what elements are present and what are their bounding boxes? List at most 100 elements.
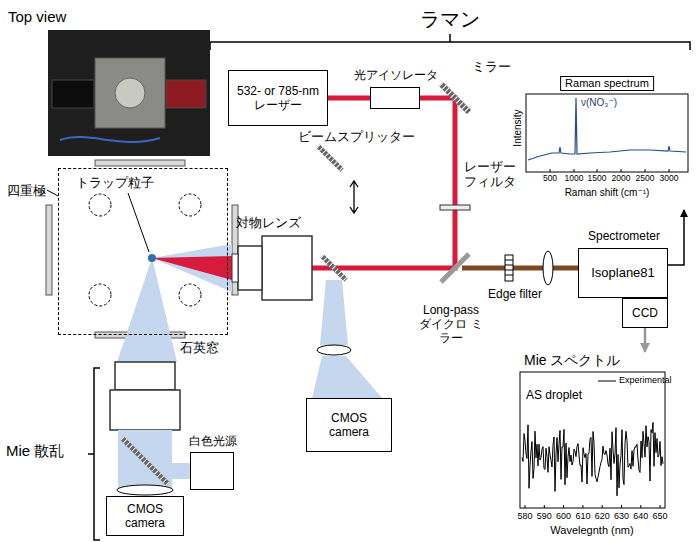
photo-window: [115, 78, 145, 108]
part-label: 対物レンズ: [236, 216, 301, 231]
peak-label: ν(NO₃⁻): [581, 97, 617, 109]
isolator-box: 光アイソレータ: [370, 87, 420, 109]
tube: [110, 390, 180, 430]
electrode: [179, 284, 201, 306]
beam-splitter-hatch: [122, 438, 168, 484]
camera-box: CMOS camera: [306, 398, 392, 452]
part-label: レーザーフィルタ: [464, 160, 517, 190]
electrode: [89, 194, 111, 216]
axis-label: Intensity: [512, 109, 524, 146]
flow-arrow: [644, 328, 647, 352]
objective-lens: [262, 236, 312, 300]
tick-label: 2500: [636, 174, 655, 184]
node-heading: Mie スペクトル: [524, 352, 620, 369]
photo-lens: [52, 80, 94, 108]
laser-beam: [328, 96, 370, 101]
beam-splitter-hatch: [318, 146, 342, 170]
tick-label: 650: [653, 511, 668, 521]
leader-line: [47, 190, 58, 196]
light-cone: [312, 356, 382, 398]
electrode: [179, 194, 201, 216]
camera-box: CMOS camera: [106, 496, 184, 536]
axis-label: Wavelegnth (nm): [550, 524, 633, 537]
part-label: ビームスプリッター: [298, 130, 415, 145]
node-heading: Spectrometer: [569, 229, 679, 243]
text-group: CCD: [632, 306, 658, 320]
flow-arrow: [668, 210, 684, 265]
node-text: CCD: [632, 306, 658, 320]
light-cone: [320, 280, 348, 345]
beam-splitter: [318, 146, 342, 170]
text-group: CMOS camera: [119, 502, 171, 531]
laser-cone: [152, 256, 232, 280]
light-source-box: 白色光源: [190, 452, 234, 490]
move-arrow: [350, 181, 358, 213]
tick-label: 630: [614, 511, 629, 521]
light-cone: [117, 258, 177, 362]
tick-label: 640: [633, 511, 648, 521]
light-path: [118, 430, 172, 488]
beam-splitter: [322, 256, 346, 280]
tick-label: 500: [543, 174, 557, 184]
beam-splitter-hatch: [322, 256, 346, 280]
bracket: [88, 368, 100, 540]
section-label: Mie 散乱: [6, 442, 64, 459]
node-heading: 四重極: [7, 183, 47, 199]
part-label: Long-pass ダイクロ ミラー: [418, 304, 484, 345]
axis-ticks: [550, 169, 669, 172]
leader-line: [128, 193, 149, 252]
node-text: CMOS camera: [323, 411, 375, 440]
text-group: CMOS camera: [323, 411, 375, 440]
raman-beam: [462, 266, 578, 271]
quartz-window: [46, 205, 52, 295]
ccd-box: CCD: [622, 298, 668, 328]
mirror-hatch: [441, 84, 469, 112]
tick-label: 1500: [588, 174, 607, 184]
node-text: 532- or 785-nm レーザー: [232, 84, 324, 113]
plot-frame: [526, 94, 688, 172]
part-label: Edge filter: [488, 288, 542, 302]
photo-lens: [166, 80, 206, 108]
mirror: [441, 84, 469, 112]
node-heading: Raman spectrum: [560, 76, 654, 91]
axis-ticks: [525, 505, 660, 508]
laser-beam: [312, 98, 455, 268]
edge-filter: [505, 255, 513, 281]
section-label: ラマン: [420, 8, 480, 31]
legend-sample: [598, 381, 616, 382]
node-heading: 白色光源: [183, 434, 243, 448]
node-text: Isoplane81: [591, 265, 655, 281]
objective-lens: [115, 362, 175, 390]
light-cone: [152, 244, 232, 292]
tick-label: 1000: [565, 174, 584, 184]
photo-wire: [60, 137, 160, 142]
laser-filter: [440, 205, 470, 210]
plot-frame: [520, 372, 665, 508]
view-label: Top view: [8, 8, 66, 25]
laser-box: 532- or 785-nm レーザー: [228, 70, 328, 126]
part-label: ミラー: [472, 60, 511, 75]
lens: [317, 345, 351, 355]
tick-label: 620: [595, 511, 610, 521]
text-group: Isoplane81: [591, 265, 655, 281]
lens: [543, 251, 553, 285]
beam-splitter: [122, 438, 168, 484]
tick-label: 3000: [660, 174, 679, 184]
tick-label: 590: [537, 511, 552, 521]
part-label: 石英窓: [180, 341, 219, 356]
electrode: [89, 284, 111, 306]
tick-label: 610: [575, 511, 590, 521]
objective-lens: [238, 246, 262, 290]
node-heading: 光アイソレータ: [346, 68, 446, 82]
tick-label: 2000: [612, 174, 631, 184]
light-path: [172, 463, 190, 479]
objective-lens: [232, 254, 238, 282]
spectrometer-box: SpectrometerIsoplane81: [578, 248, 668, 298]
part-label: トラップ粒子: [76, 176, 154, 191]
photo: [48, 30, 210, 156]
raman-spectrum: [528, 98, 686, 160]
quartz-window: [95, 160, 185, 166]
bracket: [210, 34, 690, 50]
tick-label: 600: [556, 511, 571, 521]
legend-label: Experimental: [619, 375, 672, 385]
